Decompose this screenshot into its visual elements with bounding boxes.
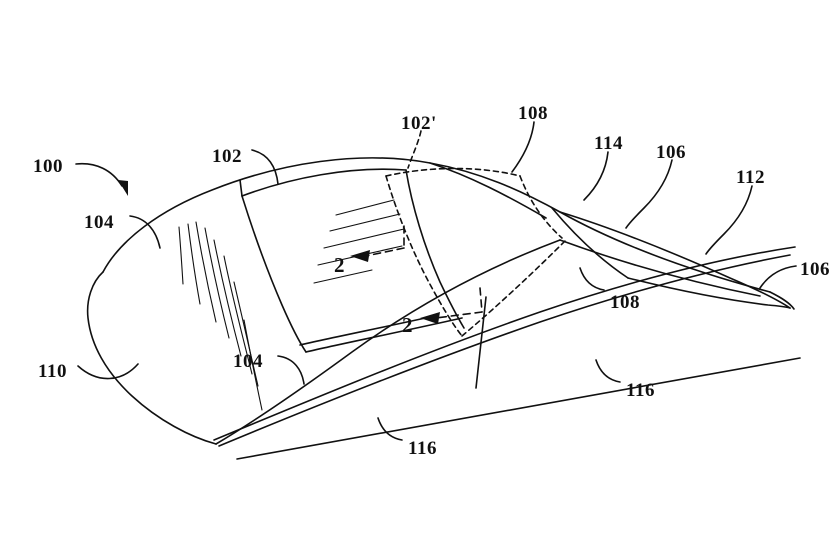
panel-102-top-left-tick: [239, 179, 243, 197]
sill-line-primary: [236, 357, 801, 460]
sill-line-secondary: [218, 254, 791, 447]
section-line-2-upper: [365, 225, 405, 257]
leader-116-left: [377, 417, 403, 441]
canopy-lower-left-edge: [215, 239, 561, 445]
panel-102-left-edge: [241, 195, 307, 353]
panel-102-hatching: [313, 199, 405, 284]
leader-104-lower: [277, 355, 305, 385]
ref-label-panel-lower-left: 104: [233, 351, 263, 372]
ref-label-panel-left: 104: [84, 212, 114, 233]
ref-label-nose-edge: 110: [38, 361, 67, 382]
panel-104-hatching: [178, 221, 263, 411]
ref-label-aft-panel: 106: [656, 142, 686, 163]
leader-110: [77, 363, 139, 380]
leader-114: [583, 151, 609, 201]
leader-106-lower: [759, 265, 797, 289]
leader-108-upper: [511, 121, 535, 173]
leader-108-mid: [579, 267, 605, 291]
panel-102-bottom-edge: [305, 317, 463, 353]
aft-panel-upper-edge: [559, 211, 791, 309]
ref-label-aft-panel-lower: 106: [800, 259, 830, 280]
ref-label-sill-left: 116: [408, 438, 437, 459]
panel-102-right-edge: [405, 169, 465, 329]
panel-102prime-hidden-right: [519, 175, 563, 239]
panel-102prime-hidden-bottom: [461, 239, 567, 337]
canopy-nose-left: [86, 271, 217, 445]
ref-label-panel-center: 102: [212, 146, 242, 167]
leader-116-right: [595, 359, 621, 383]
panel-102-top-edge: [241, 168, 407, 197]
panel-102prime-hidden-top: [385, 167, 521, 177]
ref-label-panel-center-prime: 102': [401, 113, 437, 134]
section-line-2-lower: [435, 287, 483, 319]
ref-label-frame-mid: 108: [610, 292, 640, 313]
ref-label-frame-top: 108: [518, 103, 548, 124]
section-marker-upper: 2: [334, 253, 345, 277]
section-arrow-2-lower: [420, 312, 440, 324]
arch-member-114: [551, 207, 629, 279]
leader-100: [75, 162, 123, 187]
section-arrow-2-upper: [350, 250, 370, 262]
ref-label-assembly: 100: [33, 156, 63, 177]
sill-tick-mid: [475, 296, 487, 389]
frame-108-lower: [559, 239, 761, 297]
rail-inner-sweep: [213, 246, 796, 441]
section-marker-lower: 2: [402, 313, 413, 337]
aft-panel-lower-edge: [627, 277, 791, 309]
leader-106-upper: [625, 159, 673, 229]
ref-label-arch-member: 114: [594, 133, 623, 154]
frame-108-upper: [429, 162, 547, 219]
panel-102prime-hidden-left: [385, 175, 463, 337]
leader-102: [251, 149, 279, 185]
leader-112: [705, 185, 753, 255]
leader-100-arrowhead: [118, 180, 128, 196]
ref-label-aft-tip: 112: [736, 167, 765, 188]
ref-label-sill-right: 116: [626, 380, 655, 401]
leader-104-upper: [129, 215, 161, 249]
panel-102-inner-fold: [299, 316, 431, 346]
leader-102prime: [407, 130, 422, 169]
aft-tip-curl: [769, 291, 795, 310]
